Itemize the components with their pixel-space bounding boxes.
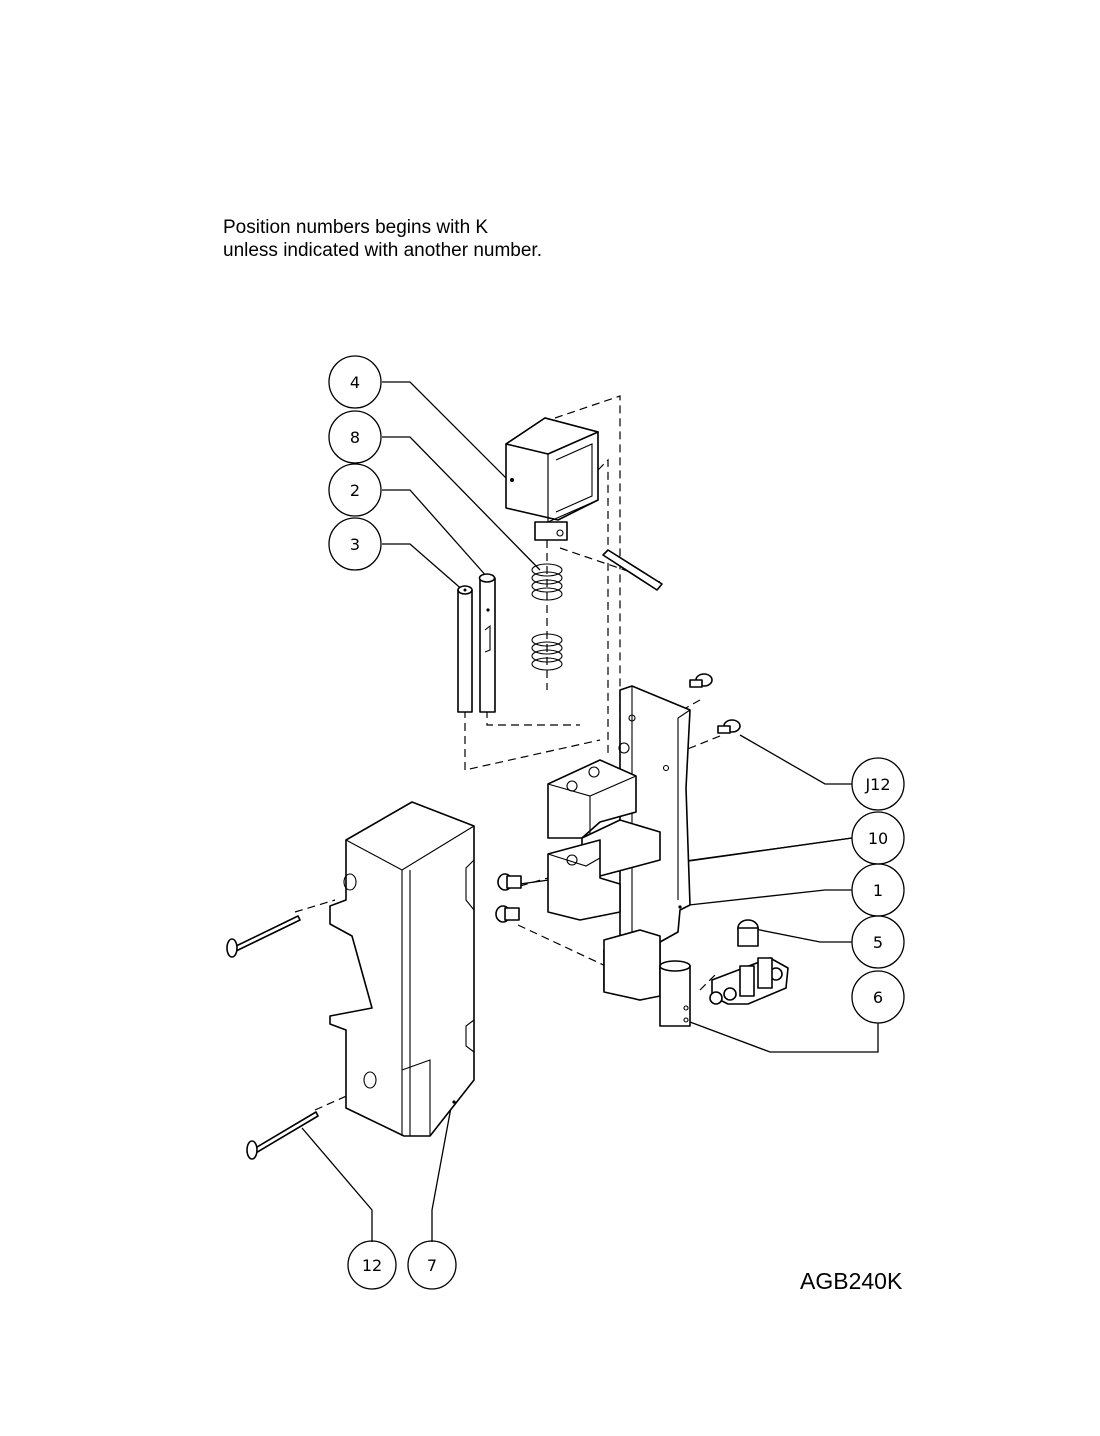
balloon-5: 5 <box>851 915 905 969</box>
leader-3 <box>382 543 466 593</box>
part-3-shaft <box>457 585 473 713</box>
balloon-10-label: 10 <box>868 829 888 848</box>
part-6-terminal <box>659 960 691 1027</box>
balloon-5-label: 5 <box>873 933 883 952</box>
drawing-number: AGB240K <box>800 1268 903 1294</box>
balloon-6: 6 <box>851 970 905 1024</box>
balloon-2-label: 2 <box>350 481 360 500</box>
part-5-terminal-block <box>709 919 789 1005</box>
leader-8 <box>382 436 541 571</box>
leader-4 <box>382 381 511 483</box>
balloon-6-label: 6 <box>873 988 883 1007</box>
balloon-12-label: 12 <box>362 1256 382 1275</box>
balloon-j12-label: J12 <box>864 775 890 794</box>
part-12-screws <box>226 915 319 1160</box>
balloon-j12: J12 <box>851 757 905 811</box>
part-1-bracket <box>547 685 691 1001</box>
balloon-8-label: 8 <box>350 428 360 447</box>
pin <box>602 549 663 591</box>
balloon-4: 4 <box>328 355 382 409</box>
leader-5 <box>749 927 852 943</box>
leader-1 <box>679 889 852 907</box>
note-line-1: Position numbers begins with K <box>223 217 489 238</box>
part-7-cover <box>329 801 475 1137</box>
balloon-7: 7 <box>407 1240 457 1290</box>
part-2-shaft <box>478 573 496 713</box>
balloon-10: 10 <box>851 811 905 865</box>
balloon-1: 1 <box>851 863 905 917</box>
leader-7 <box>431 1101 453 1242</box>
part-8-springs <box>531 563 563 671</box>
balloon-2: 2 <box>328 463 382 517</box>
balloon-7-label: 7 <box>427 1256 437 1275</box>
balloon-8: 8 <box>328 410 382 464</box>
leader-2 <box>382 489 489 579</box>
part-4-cap <box>505 417 599 541</box>
balloon-4-label: 4 <box>350 373 360 392</box>
balloon-3-label: 3 <box>350 535 360 554</box>
balloon-12: 12 <box>347 1240 397 1290</box>
part-j12-screws <box>689 673 741 734</box>
leader-12 <box>301 1127 373 1242</box>
part-10-screws <box>495 873 522 923</box>
balloon-3: 3 <box>328 517 382 571</box>
balloon-1-label: 1 <box>873 881 883 900</box>
leader-j12 <box>739 734 852 785</box>
leader-6 <box>689 1021 879 1053</box>
instruction-note: Position numbers begins with K unless in… <box>223 216 542 262</box>
note-line-2: unless indicated with another number. <box>223 240 542 261</box>
